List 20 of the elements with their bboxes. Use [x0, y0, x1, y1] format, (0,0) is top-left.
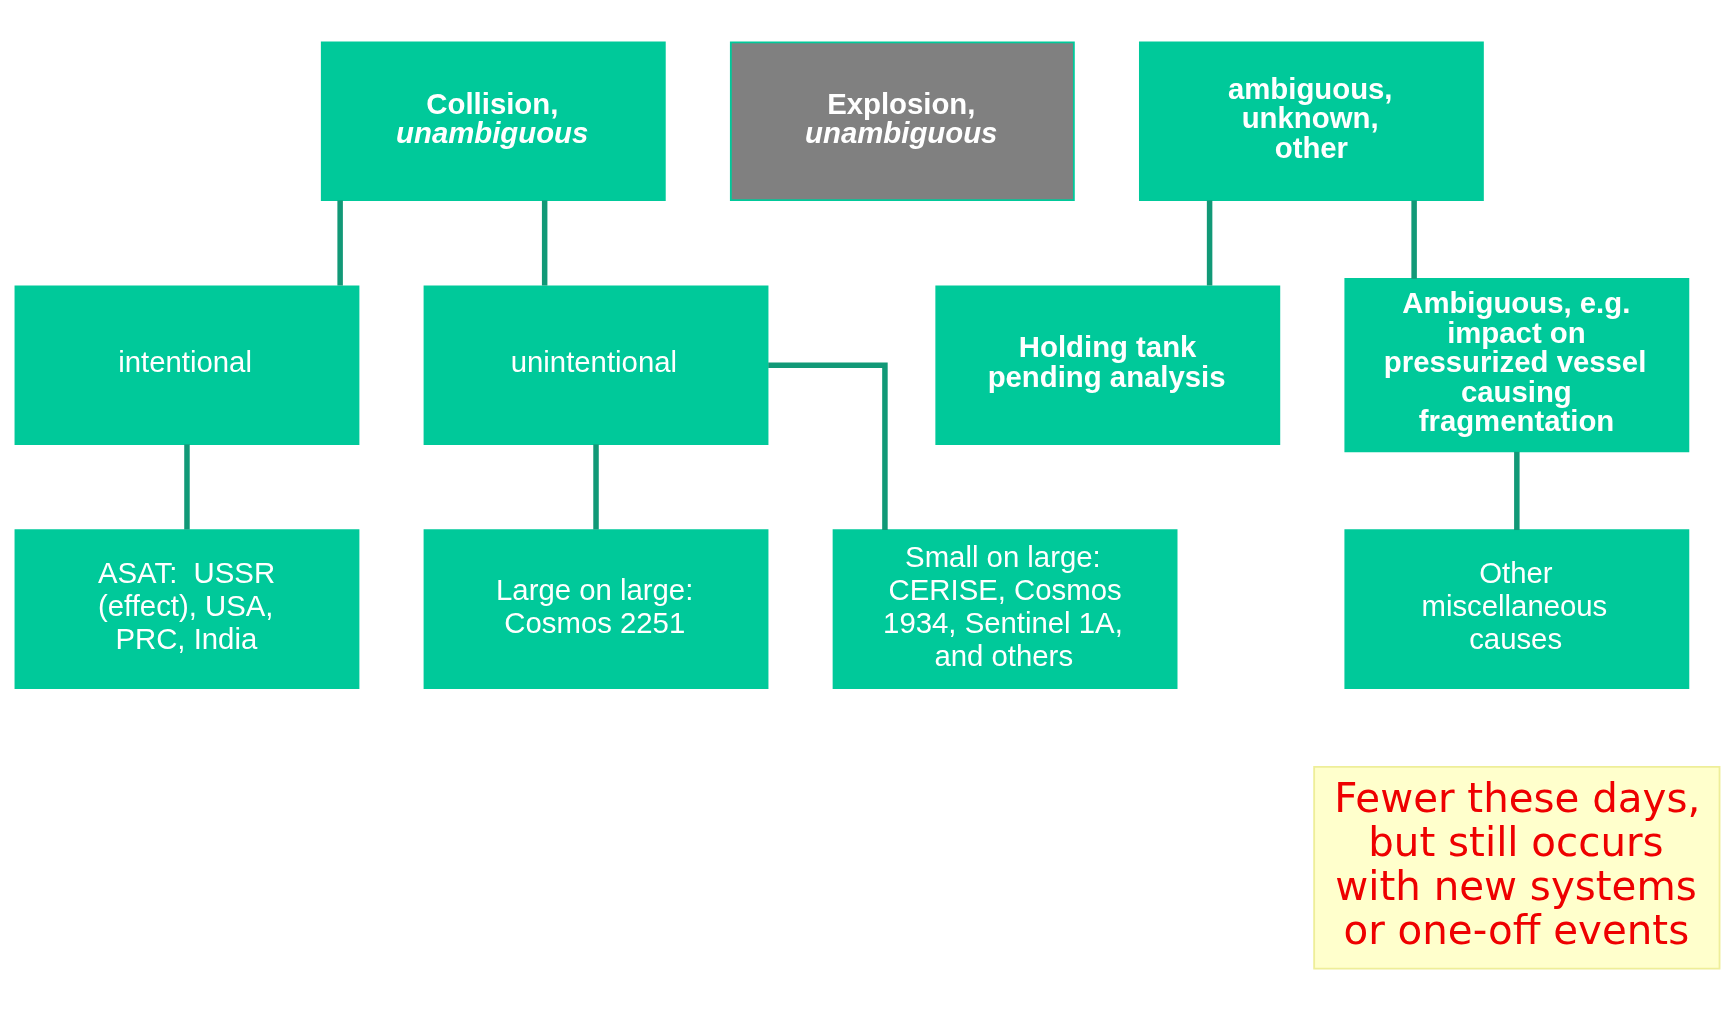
connector — [1206, 199, 1213, 286]
node-box: Collision, unambiguous — [320, 40, 666, 201]
connector — [1411, 199, 1417, 279]
node-box: ASAT: USSR (effect), USA, PRC, India — [14, 528, 360, 689]
connector — [768, 361, 888, 530]
connector — [184, 443, 190, 529]
node-box: Holding tank pending analysis — [935, 284, 1281, 445]
node-box: Other miscellaneous causes — [1344, 528, 1690, 689]
connector — [1514, 451, 1520, 530]
node-box: unintentional — [423, 284, 769, 445]
node-box: ambiguous, unknown, other — [1138, 40, 1484, 201]
connector — [593, 443, 599, 529]
connector — [337, 199, 343, 286]
node-box: Large on large: Cosmos 2251 — [423, 528, 769, 689]
connector — [541, 199, 548, 286]
node-box: Small on large: CERISE, Cosmos 1934, Sentinel 1A, and others — [832, 528, 1178, 689]
node-box: Explosion, unambiguous — [729, 40, 1075, 201]
node-box: intentional — [14, 284, 360, 445]
node-box: Ambiguous, e.g. impact on pressurized vessel causing fragmentation — [1344, 277, 1690, 452]
node-box: Fewer these days, but still occurs with new systems or one-off events — [1313, 765, 1721, 970]
